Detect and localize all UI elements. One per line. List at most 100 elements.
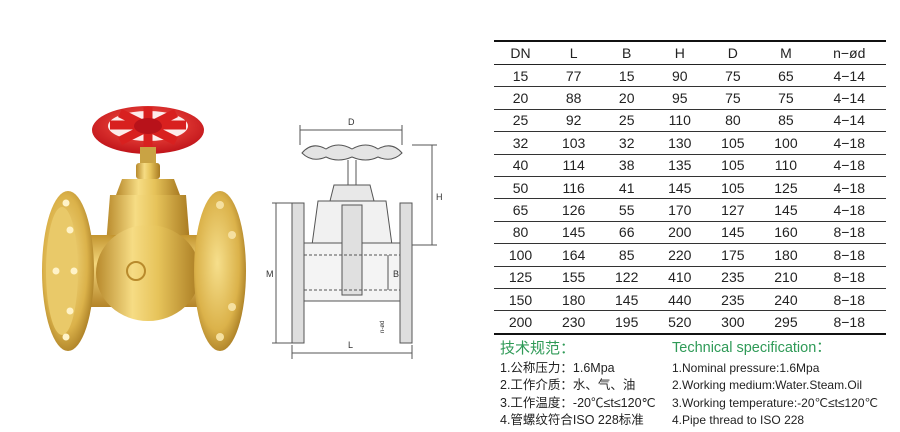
table-cell: 75: [759, 86, 813, 110]
dim-label-m: M: [266, 269, 274, 279]
spec-en-item: 4.Pipe thread to ISO 228: [672, 413, 805, 428]
table-cell: 8−18: [812, 266, 886, 289]
valve-photo: [42, 106, 246, 351]
table-cell: 25: [600, 109, 654, 133]
dim-label-d: D: [348, 117, 355, 127]
table-cell: 40: [494, 154, 548, 177]
table-cell: 295: [759, 310, 813, 335]
table-cell: 125: [759, 176, 813, 200]
table-cell: 105: [706, 131, 760, 155]
table-cell: 66: [600, 221, 654, 245]
table-cell: 240: [759, 288, 813, 312]
table-cell: 95: [653, 86, 707, 110]
table-cell: 50: [494, 176, 548, 200]
table-cell: 195: [600, 310, 654, 335]
table-cell: 170: [653, 198, 707, 222]
spec-cn-item: 1.公称压力：1.6Mpa: [500, 360, 615, 375]
table-cell: 41: [600, 176, 654, 200]
table-cell: 20: [600, 86, 654, 110]
table-cell: 38: [600, 154, 654, 177]
table-cell: 200: [494, 310, 548, 335]
table-cell: 410: [653, 266, 707, 289]
table-cell: 80: [706, 109, 760, 133]
table-cell: 122: [600, 266, 654, 289]
handwheel-icon: [92, 106, 204, 154]
table-cell: 130: [653, 131, 707, 155]
spec-en-item: 2.Working medium:Water.Steam.Oil: [672, 378, 863, 393]
table-cell: 110: [759, 154, 813, 177]
table-cell: 114: [547, 154, 601, 177]
table-cell: 75: [706, 64, 760, 88]
table-cell: 155: [547, 266, 601, 289]
table-cell: 25: [494, 109, 548, 133]
table-cell: 90: [653, 64, 707, 88]
table-cell: 55: [600, 198, 654, 222]
table-cell: 105: [706, 154, 760, 177]
table-cell: 88: [547, 86, 601, 110]
col-header: DN: [494, 40, 548, 65]
table-cell: 440: [653, 288, 707, 312]
table-cell: 100: [494, 243, 548, 267]
spec-en: Technical specification： 1.Nominal press…: [672, 340, 878, 430]
spec-en-item: 3.Working temperature:-20℃≤t≤120℃: [672, 395, 878, 410]
table-cell: 300: [706, 310, 760, 335]
table-cell: 105: [706, 176, 760, 200]
table-cell: 85: [600, 243, 654, 267]
dim-label-l: L: [348, 340, 353, 350]
table-cell: 20: [494, 86, 548, 110]
table-cell: 520: [653, 310, 707, 335]
table-cell: 145: [547, 221, 601, 245]
dim-label-hole: n-ød: [380, 321, 386, 333]
table-cell: 4−18: [812, 154, 886, 177]
table-cell: 15: [494, 64, 548, 88]
table-cell: 75: [706, 86, 760, 110]
spec-en-title: Technical specification：: [672, 340, 831, 356]
table-cell: 125: [494, 266, 548, 289]
table-cell: 4−14: [812, 64, 886, 88]
table-cell: 4−18: [812, 176, 886, 200]
dim-label-b: B: [393, 269, 399, 279]
table-cell: 65: [494, 198, 548, 222]
col-header: B: [600, 40, 654, 65]
table-cell: 65: [759, 64, 813, 88]
table-cell: 4−14: [812, 86, 886, 110]
table-cell: 8−18: [812, 243, 886, 267]
table-cell: 32: [494, 131, 548, 155]
table-cell: 150: [494, 288, 548, 312]
col-header: H: [653, 40, 707, 65]
table-cell: 160: [759, 221, 813, 245]
table-cell: 4−18: [812, 131, 886, 155]
table-cell: 164: [547, 243, 601, 267]
table-cell: 230: [547, 310, 601, 335]
table-cell: 80: [494, 221, 548, 245]
col-header: L: [547, 40, 601, 65]
col-header: D: [706, 40, 760, 65]
table-header-row: DN L B H D M n−ød: [494, 40, 886, 65]
table-cell: 92: [547, 109, 601, 133]
table-cell: 235: [706, 288, 760, 312]
table-cell: 103: [547, 131, 601, 155]
spec-cn-item: 3.工作温度：-20℃≤t≤120℃: [500, 395, 656, 410]
table-cell: 77: [547, 64, 601, 88]
spec-cn-title: 技术规范：: [500, 340, 576, 357]
table-cell: 126: [547, 198, 601, 222]
table-cell: 145: [706, 221, 760, 245]
table-cell: 180: [759, 243, 813, 267]
col-header: M: [759, 40, 813, 65]
spec-cn: 技术规范： 1.公称压力：1.6Mpa 2.工作介质：水、气、油 3.工作温度：…: [500, 340, 656, 430]
table-cell: 4−18: [812, 198, 886, 222]
table-cell: 116: [547, 176, 601, 200]
